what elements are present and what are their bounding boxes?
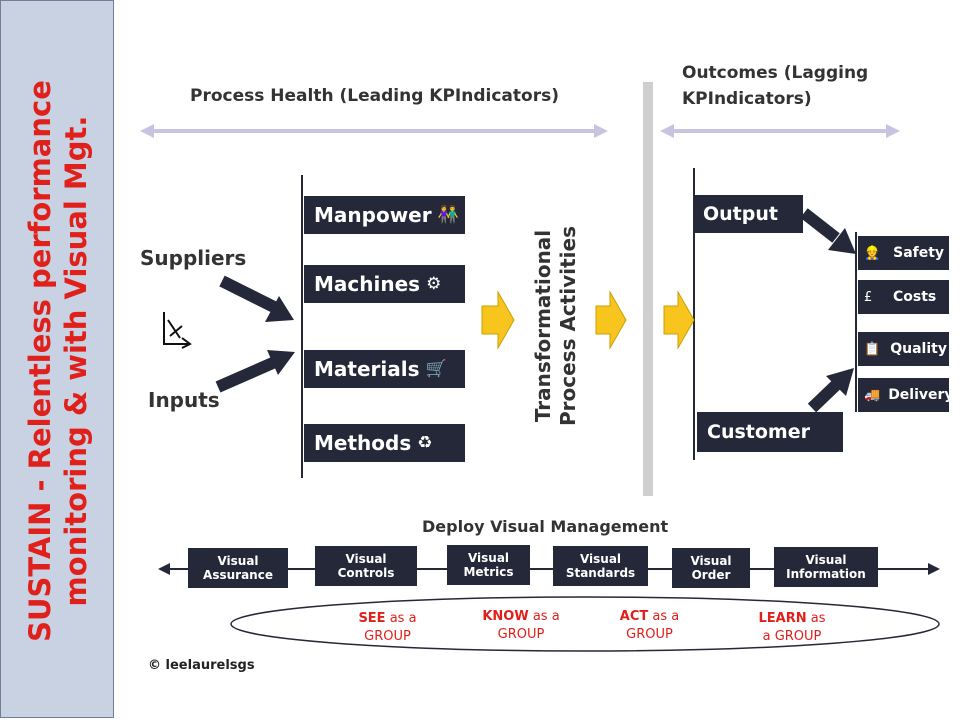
worker-icon: 👷: [864, 245, 881, 261]
group-ellipse: [230, 596, 940, 652]
inputs-label: Inputs: [148, 388, 220, 412]
act-rest1: as a: [648, 609, 680, 624]
see-rest1: as a: [385, 611, 417, 626]
robot-arm-icon: ⚙: [426, 274, 442, 294]
sidebar-panel: SUSTAIN - Relentless performance monitor…: [0, 0, 114, 718]
customer-box: Customer: [697, 412, 843, 452]
machines-box: Machines ⚙: [304, 265, 465, 303]
visual-order-line2: Order: [691, 568, 731, 582]
visual-controls-line1: Visual: [345, 552, 387, 566]
materials-label: Materials: [314, 357, 420, 381]
see-as-a-group: SEE as a GROUP: [340, 610, 435, 646]
safety-box: 👷 Safety: [858, 236, 949, 270]
safety-label: Safety: [893, 245, 945, 261]
learn-verb: LEARN: [758, 611, 807, 626]
act-as-a-group: ACT as a GROUP: [602, 608, 697, 644]
see-rest2: GROUP: [364, 629, 411, 644]
act-rest2: GROUP: [626, 627, 673, 642]
cycle-icon: ♻: [417, 433, 433, 453]
transformational-line2: Process Activities: [556, 226, 580, 426]
yellow-arrow-3: [663, 290, 695, 350]
visual-assurance-line1: Visual: [217, 554, 259, 568]
materials-box: Materials 🛒: [304, 350, 465, 388]
outcomes-heading: Outcomes (Lagging KPIndicators): [682, 63, 869, 109]
visual-order-line1: Visual: [690, 554, 732, 568]
delivery-label: Delivery: [888, 387, 954, 403]
transformational-line1: Transformational: [531, 229, 555, 423]
people-icon: 👫: [437, 205, 459, 225]
know-verb: KNOW: [482, 609, 529, 624]
machines-label: Machines: [314, 272, 421, 296]
methods-label: Methods: [314, 431, 412, 455]
process-health-double-arrow: [140, 124, 608, 138]
visual-information-line2: Information: [786, 567, 866, 581]
pound-icon: £: [864, 289, 873, 305]
chart-doodle-icon: [163, 312, 192, 349]
manpower-label: Manpower: [314, 203, 432, 227]
yellow-arrow-1: [481, 290, 515, 350]
visual-standards-line2: Standards: [565, 566, 636, 580]
yellow-arrow-2: [595, 290, 627, 350]
learn-rest2: a GROUP: [762, 629, 822, 644]
output-to-safety-arrow: [800, 208, 856, 254]
visual-standards-line1: Visual: [579, 552, 622, 566]
learn-rest1: as: [806, 611, 826, 626]
clipboard-icon: 📋: [864, 341, 881, 357]
quality-box: 📋 Quality: [858, 332, 949, 366]
know-rest2: GROUP: [497, 627, 545, 642]
quality-label: Quality: [890, 341, 947, 357]
cart-icon: 🛒: [425, 359, 447, 379]
center-divider: [643, 82, 653, 496]
delivery-box: 🚚 Delivery: [858, 378, 954, 412]
suppliers-arrow: [219, 275, 294, 322]
visual-metrics-line2: Metrics: [463, 565, 514, 579]
process-health-heading: Process Health (Leading KPIndicators): [190, 86, 559, 106]
costs-box: £ Costs: [858, 280, 949, 314]
suppliers-label: Suppliers: [140, 246, 247, 270]
visual-controls-line2: Controls: [337, 566, 395, 580]
costs-label: Costs: [893, 289, 937, 305]
visual-metrics-line1: Visual: [467, 551, 510, 565]
manpower-box: Manpower 👫: [304, 196, 465, 234]
visual-assurance-line2: Assurance: [203, 568, 273, 582]
know-rest1: as a: [528, 609, 560, 624]
truck-icon: 🚚: [864, 387, 881, 403]
visual-information-line1: Visual: [805, 553, 847, 567]
know-as-a-group: KNOW as a GROUP: [466, 608, 576, 644]
methods-box: Methods ♻: [304, 424, 465, 462]
deploy-visual-management-heading: Deploy Visual Management: [422, 517, 669, 536]
see-verb: SEE: [358, 611, 386, 626]
customer-to-delivery-arrow: [807, 368, 854, 413]
outcomes-double-arrow: [660, 124, 900, 138]
inputs-arrow: [215, 350, 295, 393]
output-box: Output: [695, 195, 803, 233]
copyright-text: © leelaurelsgs: [148, 658, 255, 673]
act-verb: ACT: [619, 609, 649, 624]
transformational-label: Transformational Process Activities: [531, 216, 581, 436]
learn-as-a-group: LEARN as a GROUP: [742, 610, 842, 646]
